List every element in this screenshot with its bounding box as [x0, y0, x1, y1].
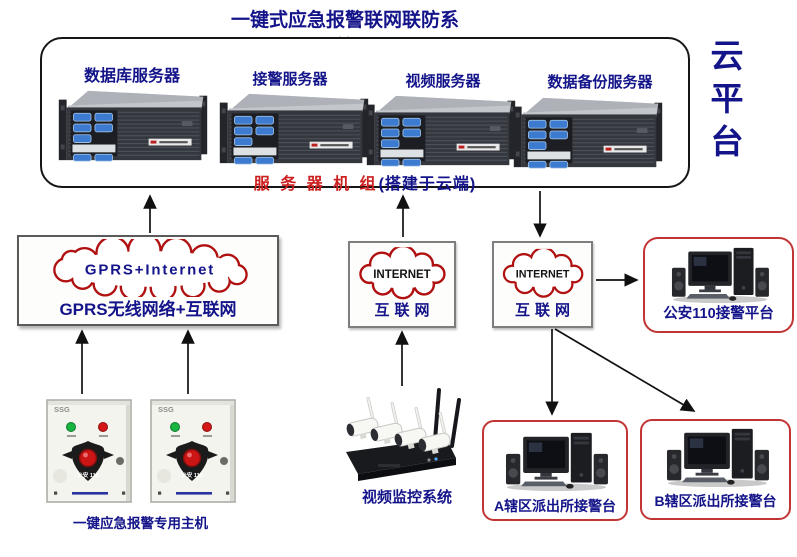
gprs-caption: GPRS无线网络+互联网: [59, 300, 237, 319]
internet-caption-left: 互联网: [374, 302, 435, 319]
server-cluster-caption: 服 务 器 机 组(搭建于云端): [42, 170, 688, 194]
server-label-database: 数据库服务器: [83, 68, 180, 85]
internet-caption-right: 互联网: [514, 302, 575, 319]
alarm-hosts-caption: 一键应急报警专用主机: [73, 516, 208, 531]
internet-box-left: INTERNET 互联网: [348, 241, 456, 328]
workstation-image: [670, 246, 770, 304]
station-a-box: A辖区派出所接警台: [482, 420, 628, 521]
arrow-internet-right-to-station-b: [554, 328, 696, 412]
alarm-host-device-1: [46, 397, 134, 505]
station-a-label: A辖区派出所接警台: [493, 498, 617, 514]
internet-cloud-icon: INTERNET: [497, 247, 590, 301]
server-image-database: [57, 84, 209, 166]
server-cluster-caption-blue: (搭建于云端): [378, 176, 477, 193]
internet-cloud-icon: INTERNET: [353, 247, 453, 301]
server-cluster-box: 数据库服务器 接警服务器 视频服务器 数据备份服务器 服 务 器 机 组(搭建于…: [40, 37, 690, 193]
server-label-alarm: 接警服务器: [252, 71, 328, 88]
gprs-cloud-icon: GPRS+Internet: [53, 239, 248, 297]
server-image-video: [365, 89, 517, 171]
internet-cloud-text: INTERNET: [373, 269, 431, 281]
internet-cloud-text: INTERNET: [516, 269, 570, 281]
station-b-label: B辖区派出所接警台: [654, 493, 777, 509]
video-surveillance-caption: 视频监控系统: [361, 489, 452, 506]
gprs-network-box: GPRS+Internet GPRS无线网络+互联网: [17, 235, 279, 326]
alarm-host-device-2: [150, 397, 238, 505]
internet-box-right: INTERNET 互联网: [492, 241, 593, 328]
server-label-video: 视频服务器: [405, 73, 481, 90]
video-surveillance-image: [338, 376, 476, 482]
station-b-box: B辖区派出所接警台: [640, 419, 791, 520]
server-image-backup: [512, 91, 664, 173]
cloud-platform-label: 云平台: [706, 38, 743, 167]
server-cluster-caption-red: 服 务 器 机 组: [253, 176, 379, 193]
server-label-backup: 数据备份服务器: [547, 74, 653, 91]
police-110-platform-box: 公安110接警平台: [643, 237, 794, 333]
police-110-platform-label: 公安110接警平台: [663, 306, 774, 322]
server-image-alarm: [218, 87, 370, 169]
gprs-cloud-text: GPRS+Internet: [85, 262, 215, 279]
workstation-image: [504, 431, 609, 492]
workstation-image: [665, 427, 770, 488]
